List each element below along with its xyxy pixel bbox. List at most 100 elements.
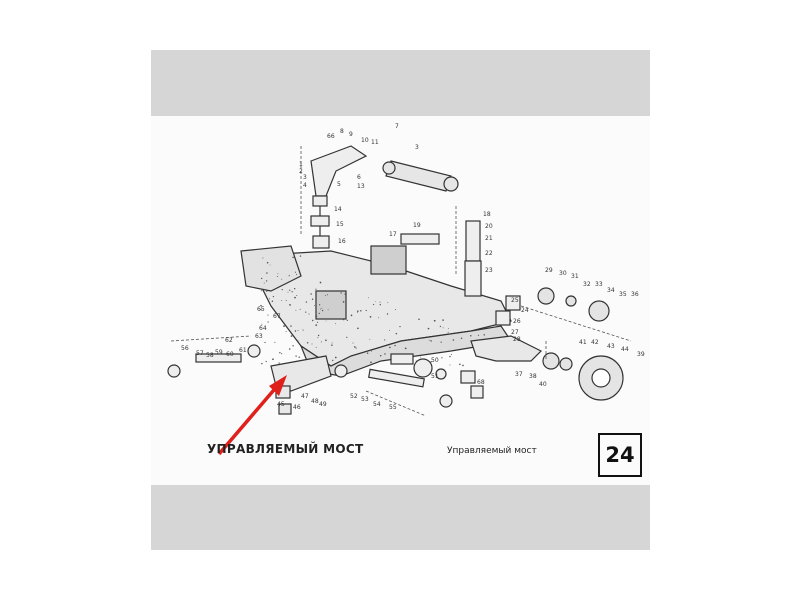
speckle	[352, 342, 354, 344]
speckle	[442, 327, 444, 329]
part-label-51: 51	[431, 373, 439, 380]
speckle	[295, 355, 297, 357]
speckle	[265, 280, 268, 282]
part-label-49: 49	[319, 401, 327, 408]
top-gray-band	[151, 50, 650, 116]
speckle	[295, 309, 297, 311]
part-label-41: 41	[579, 339, 587, 346]
speckle	[319, 281, 322, 284]
part-label-31: 31	[571, 273, 579, 280]
speckle	[281, 278, 283, 280]
speckle	[317, 321, 319, 323]
speckle	[459, 363, 461, 366]
speckle	[318, 312, 320, 315]
speckle	[360, 309, 362, 312]
speckle	[430, 340, 432, 342]
part-label-10: 10	[361, 137, 369, 144]
speckle	[299, 308, 301, 310]
part-label-16: 16	[338, 238, 346, 245]
speckle	[320, 341, 322, 343]
diagram-title-caps: УПРАВЛЯЕМЫЙ МОСТ	[207, 442, 364, 456]
speckle	[389, 346, 391, 349]
speckle	[261, 323, 263, 325]
speckle	[321, 307, 323, 309]
speckle	[365, 309, 367, 312]
part-label-18: 18	[483, 211, 491, 218]
speckle	[264, 341, 266, 344]
part-label-45: 45	[277, 401, 285, 408]
speckle	[332, 359, 334, 362]
part-label-43: 43	[607, 343, 615, 350]
speckle	[483, 334, 486, 336]
part-label-55: 55	[389, 404, 397, 411]
part-label-44: 44	[621, 346, 629, 353]
speckle	[283, 325, 285, 327]
part-label-58: 58	[206, 352, 214, 359]
speckle	[281, 299, 283, 301]
speckle	[477, 334, 480, 336]
red-arrow	[217, 375, 287, 456]
part-label-13: 13	[357, 183, 365, 190]
speckle	[331, 365, 333, 367]
speckle	[305, 311, 307, 313]
part-label-3: 3	[303, 174, 307, 181]
speckle	[428, 339, 430, 341]
part-label-2: 2	[299, 168, 303, 175]
speckle	[449, 364, 451, 366]
speckle	[274, 341, 276, 343]
speckle	[288, 275, 290, 277]
part-label-38: 38	[529, 373, 537, 380]
part-label-32: 32	[583, 281, 591, 288]
part-label-64: 64	[259, 325, 267, 332]
part-label-33: 33	[595, 281, 603, 288]
speckle	[353, 346, 356, 348]
part-label-20: 20	[485, 223, 493, 230]
part-label-11: 11	[371, 139, 379, 146]
speckle	[448, 327, 449, 329]
part-label-36: 36	[631, 291, 639, 298]
speckle	[334, 323, 336, 325]
part-label-34: 34	[607, 287, 615, 294]
speckle	[378, 317, 380, 319]
speckle	[296, 295, 298, 297]
speckle	[356, 311, 359, 313]
speckle	[285, 299, 287, 302]
speckle	[447, 331, 449, 333]
speckle	[262, 257, 264, 259]
part-label-50: 50	[431, 357, 439, 364]
speckle	[281, 353, 283, 355]
speckle	[320, 308, 321, 310]
speckle	[263, 282, 265, 284]
bottom-gray-band	[151, 485, 650, 550]
speckle	[297, 340, 299, 342]
speckle	[305, 301, 308, 303]
speckle	[269, 264, 271, 266]
speckle	[311, 319, 314, 322]
speckle	[379, 304, 381, 306]
speckle	[268, 298, 270, 300]
speckle	[272, 295, 275, 298]
part-label-7: 7	[395, 123, 399, 130]
part-label-8: 8	[340, 128, 344, 135]
part-label-66: 66	[327, 133, 335, 140]
speckle	[369, 316, 372, 318]
hydraulic-cylinder	[382, 160, 459, 192]
speckle	[314, 305, 316, 306]
speckle	[404, 347, 407, 350]
speckle	[334, 356, 337, 359]
part-label-25: 25	[511, 297, 519, 304]
kingpin-shafts	[310, 215, 482, 297]
part-label-52: 52	[350, 393, 358, 400]
part-label-62: 62	[225, 337, 233, 344]
speckle	[321, 309, 324, 312]
speckle	[297, 330, 299, 331]
speckle	[355, 346, 357, 348]
speckle	[292, 256, 294, 259]
speckle	[267, 321, 269, 323]
speckle	[450, 354, 452, 356]
speckle	[331, 342, 333, 344]
part-label-23: 23	[485, 267, 493, 274]
tie-rods	[167, 344, 453, 408]
speckle	[470, 335, 472, 337]
speckle	[310, 293, 312, 295]
